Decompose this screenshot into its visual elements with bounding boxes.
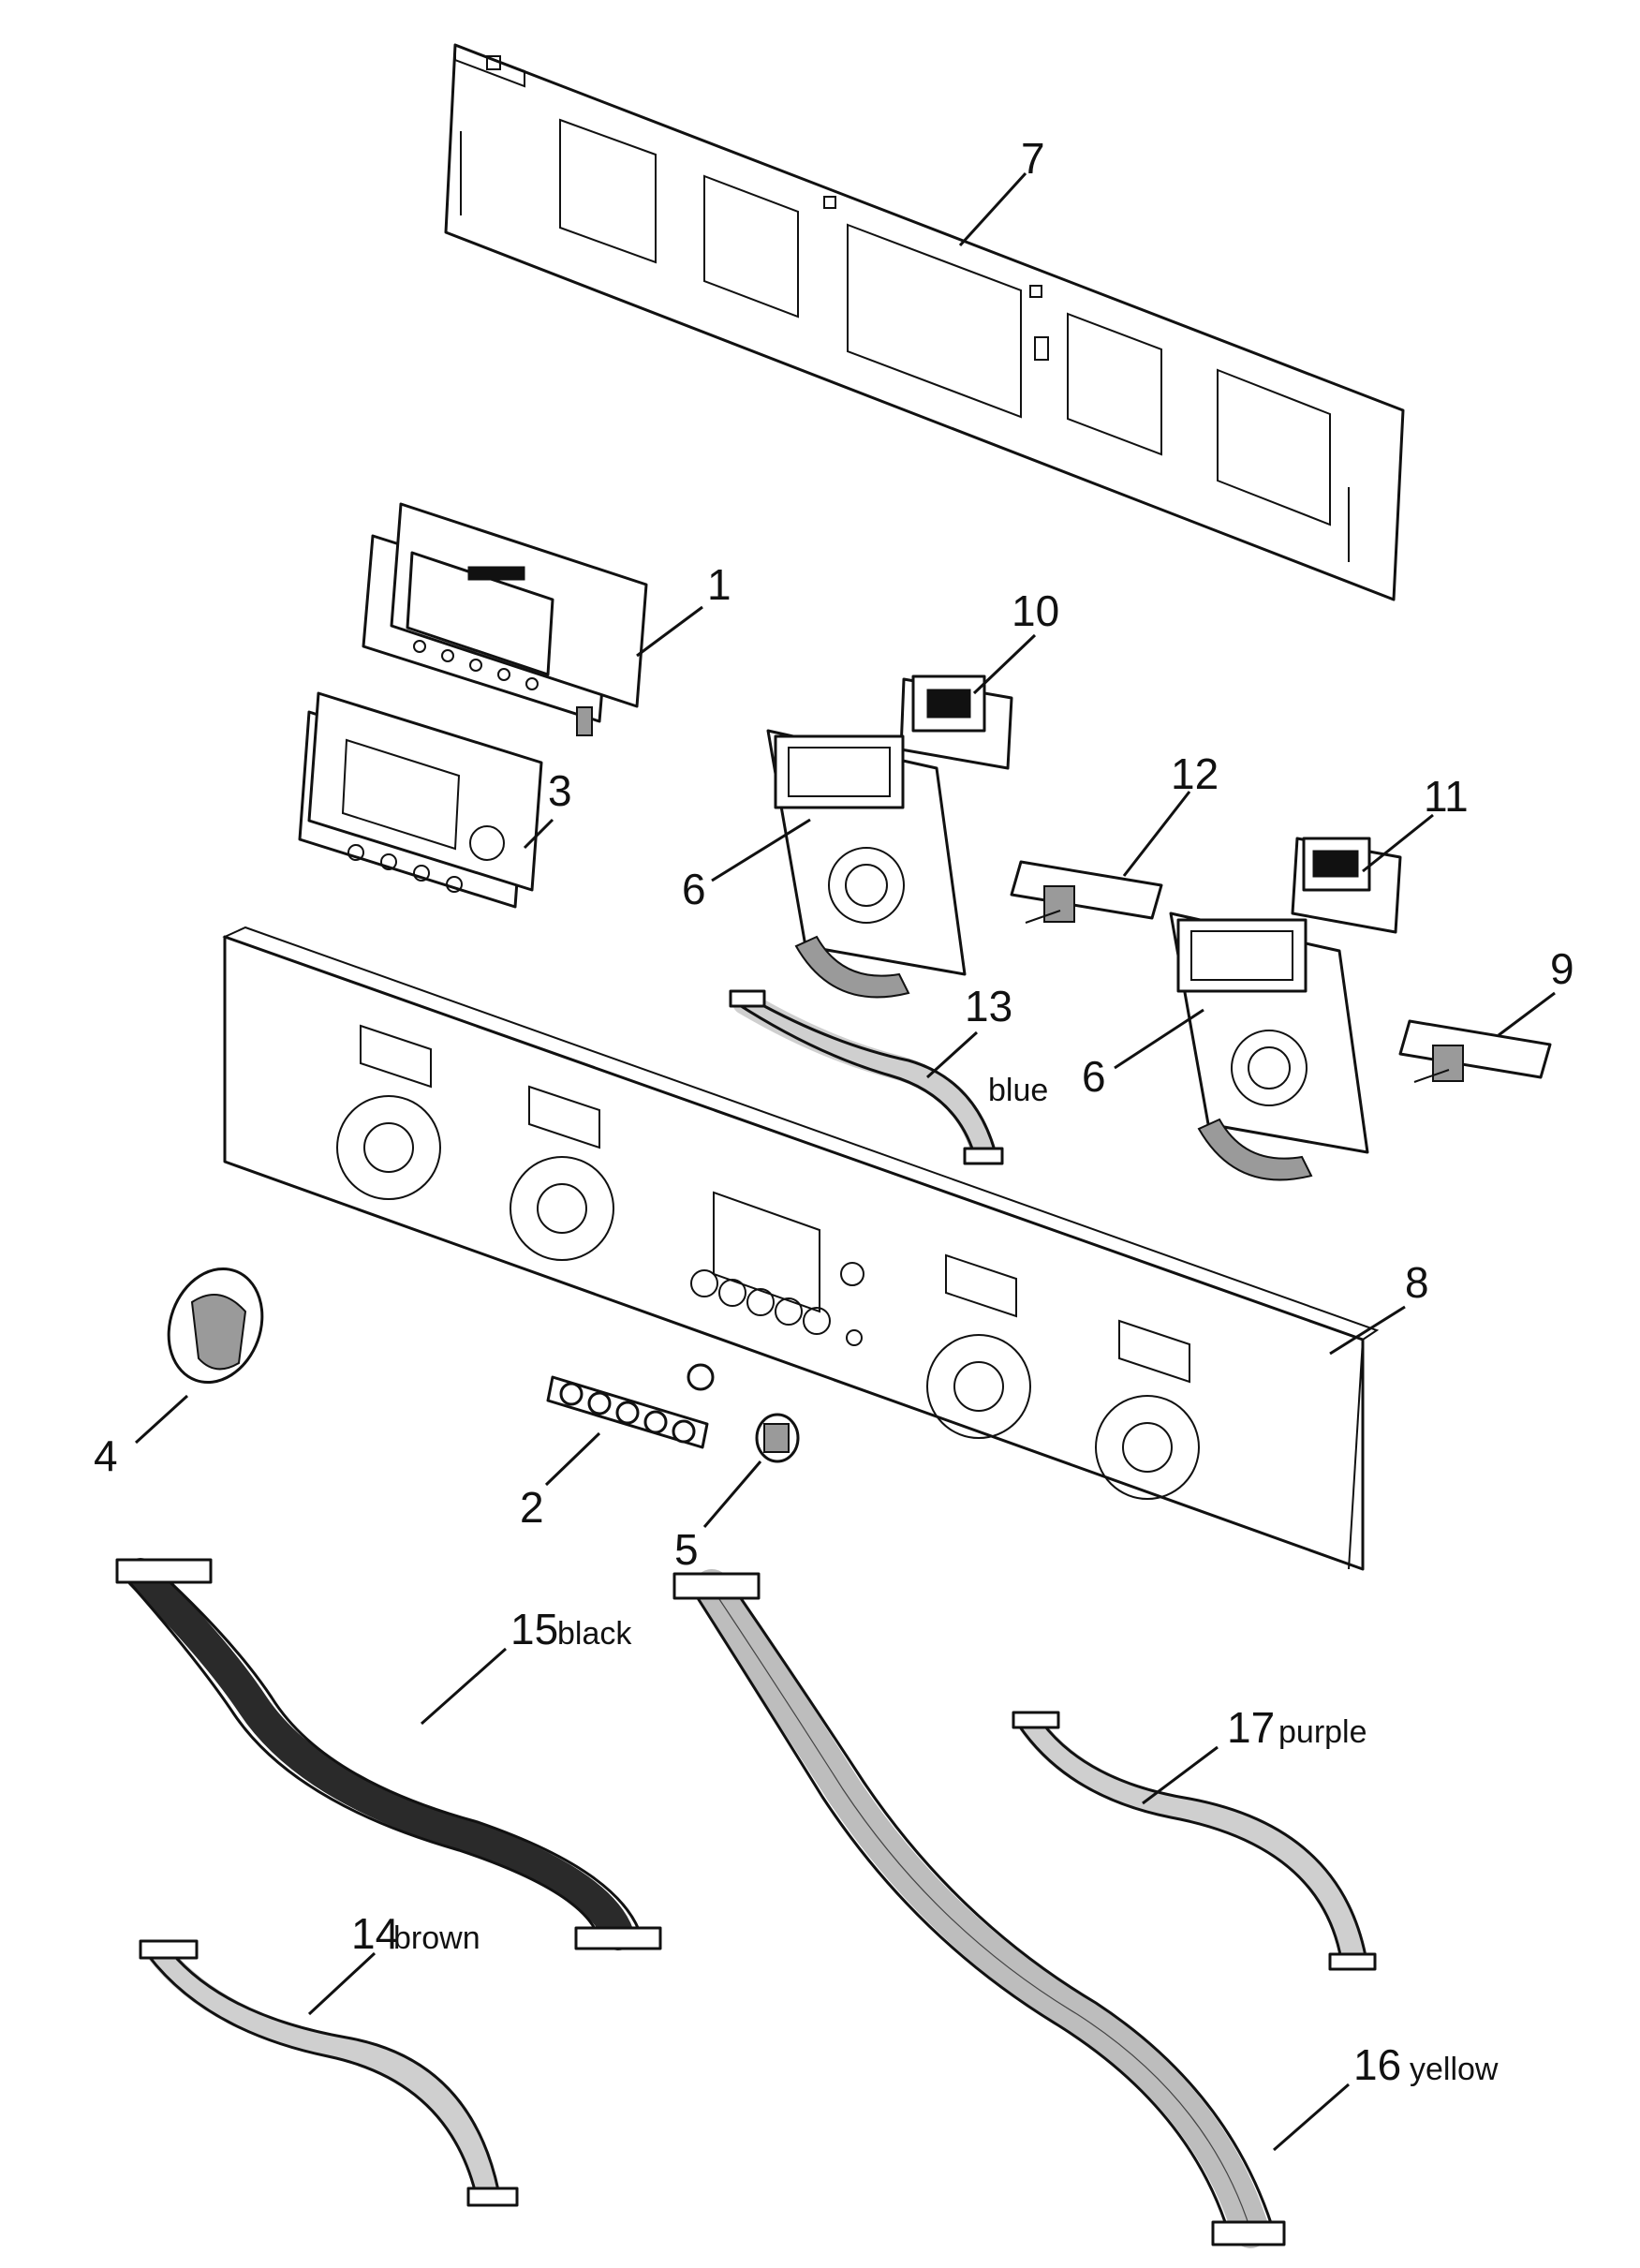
part-10-display-module <box>899 674 1013 770</box>
part-3-display-housing <box>298 691 543 909</box>
leader-10 <box>972 633 1037 695</box>
callout-14: 14 <box>351 1909 399 1958</box>
callout-17: 17 <box>1227 1703 1275 1752</box>
leader-6b <box>1114 1008 1204 1070</box>
leader-8 <box>1329 1305 1406 1356</box>
callout-7: 7 <box>1021 134 1045 183</box>
leader-1 <box>636 605 703 658</box>
part-9-switch-board <box>1398 1019 1552 1083</box>
part-13-ribbon-cable <box>729 989 1004 1165</box>
leader-11 <box>1362 813 1434 873</box>
callout-5: 5 <box>674 1525 699 1574</box>
leader-6a <box>711 818 811 882</box>
leader-17 <box>1142 1745 1219 1805</box>
callout-15: 15 <box>510 1605 558 1653</box>
part-14-ribbon-cable <box>139 1939 519 2207</box>
part-1-control-board <box>362 502 648 736</box>
callout-3: 3 <box>548 766 572 815</box>
part-8-control-panel <box>222 926 1380 1571</box>
leader-14 <box>307 1951 377 2016</box>
cable-colour-17: purple <box>1278 1714 1367 1750</box>
part-2-button-array <box>546 1363 715 1449</box>
callout-8: 8 <box>1405 1258 1429 1307</box>
leader-16 <box>1273 2083 1350 2152</box>
part-6-selector-housing-a <box>766 729 967 999</box>
callout-6b: 6 <box>1082 1052 1106 1101</box>
part-16-ribbon-cable <box>672 1569 1286 2248</box>
callout-6a: 6 <box>682 865 706 913</box>
part-15-ribbon-cable <box>115 1558 662 1950</box>
leader-4 <box>134 1394 189 1445</box>
part-6-selector-housing-b <box>1169 912 1369 1181</box>
callout-labels: 7 1 10 3 12 11 6 6 13 blue 9 8 4 2 5 15 … <box>94 134 1574 2089</box>
part-12-switch-board <box>1010 860 1163 924</box>
callout-12: 12 <box>1171 749 1219 798</box>
leader-13 <box>925 1030 979 1079</box>
cable-colour-16: yellow <box>1410 2052 1499 2087</box>
callout-2: 2 <box>520 1483 544 1532</box>
callout-11: 11 <box>1424 772 1469 821</box>
leader-9 <box>1498 991 1556 1037</box>
leader-15 <box>421 1647 507 1726</box>
callout-10: 10 <box>1012 586 1059 635</box>
callout-16: 16 <box>1353 2040 1401 2089</box>
leader-7 <box>958 171 1027 247</box>
cable-colour-13: blue <box>988 1073 1048 1108</box>
part-17-ribbon-cable <box>1012 1711 1377 1971</box>
part-5-button <box>755 1413 800 1463</box>
leader-12 <box>1122 791 1191 877</box>
leader-lines <box>134 171 1556 2152</box>
callout-4: 4 <box>94 1431 118 1480</box>
callout-9: 9 <box>1550 944 1574 993</box>
leader-5 <box>702 1460 762 1528</box>
leader-3 <box>523 818 554 850</box>
part-4-knob <box>167 1267 264 1385</box>
callout-1: 1 <box>707 560 731 609</box>
cable-colour-15: black <box>557 1616 632 1652</box>
cable-colour-14: brown <box>393 1920 480 1956</box>
callout-13: 13 <box>965 982 1012 1030</box>
part-7-mounting-bracket <box>444 43 1405 601</box>
leader-2 <box>544 1431 601 1487</box>
